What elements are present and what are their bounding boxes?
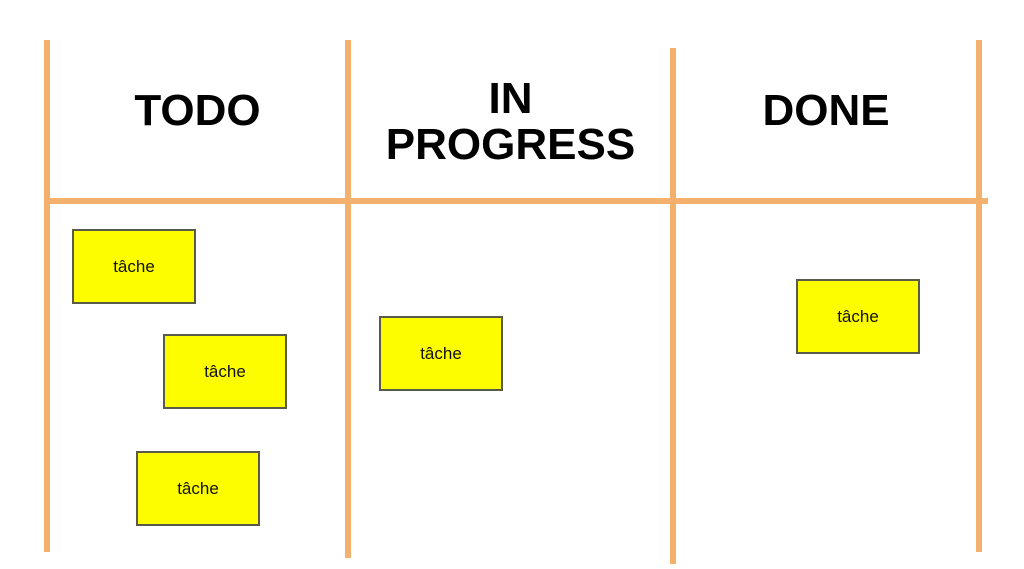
task-card[interactable]: tâche (796, 279, 920, 354)
column-header-in-progress: IN PROGRESS (351, 76, 670, 168)
column-divider-2 (670, 48, 676, 564)
task-card-label: tâche (177, 478, 219, 498)
task-card[interactable]: tâche (163, 334, 287, 409)
task-card-label: tâche (204, 361, 246, 381)
task-card[interactable]: tâche (379, 316, 503, 391)
column-divider-1 (345, 40, 351, 558)
column-header-done: DONE (676, 88, 976, 134)
column-divider-right (976, 40, 982, 552)
column-divider-left (44, 40, 50, 552)
header-separator (44, 198, 988, 204)
task-card[interactable]: tâche (72, 229, 196, 304)
task-card[interactable]: tâche (136, 451, 260, 526)
column-title-in-progress-line1: IN (488, 74, 533, 123)
task-card-label: tâche (837, 306, 879, 326)
column-title-done: DONE (762, 86, 890, 135)
column-title-in-progress-line2: PROGRESS (385, 120, 636, 169)
task-card-label: tâche (113, 256, 155, 276)
column-header-todo: TODO (50, 88, 345, 134)
column-title-todo: TODO (134, 86, 261, 135)
task-card-label: tâche (420, 343, 462, 363)
